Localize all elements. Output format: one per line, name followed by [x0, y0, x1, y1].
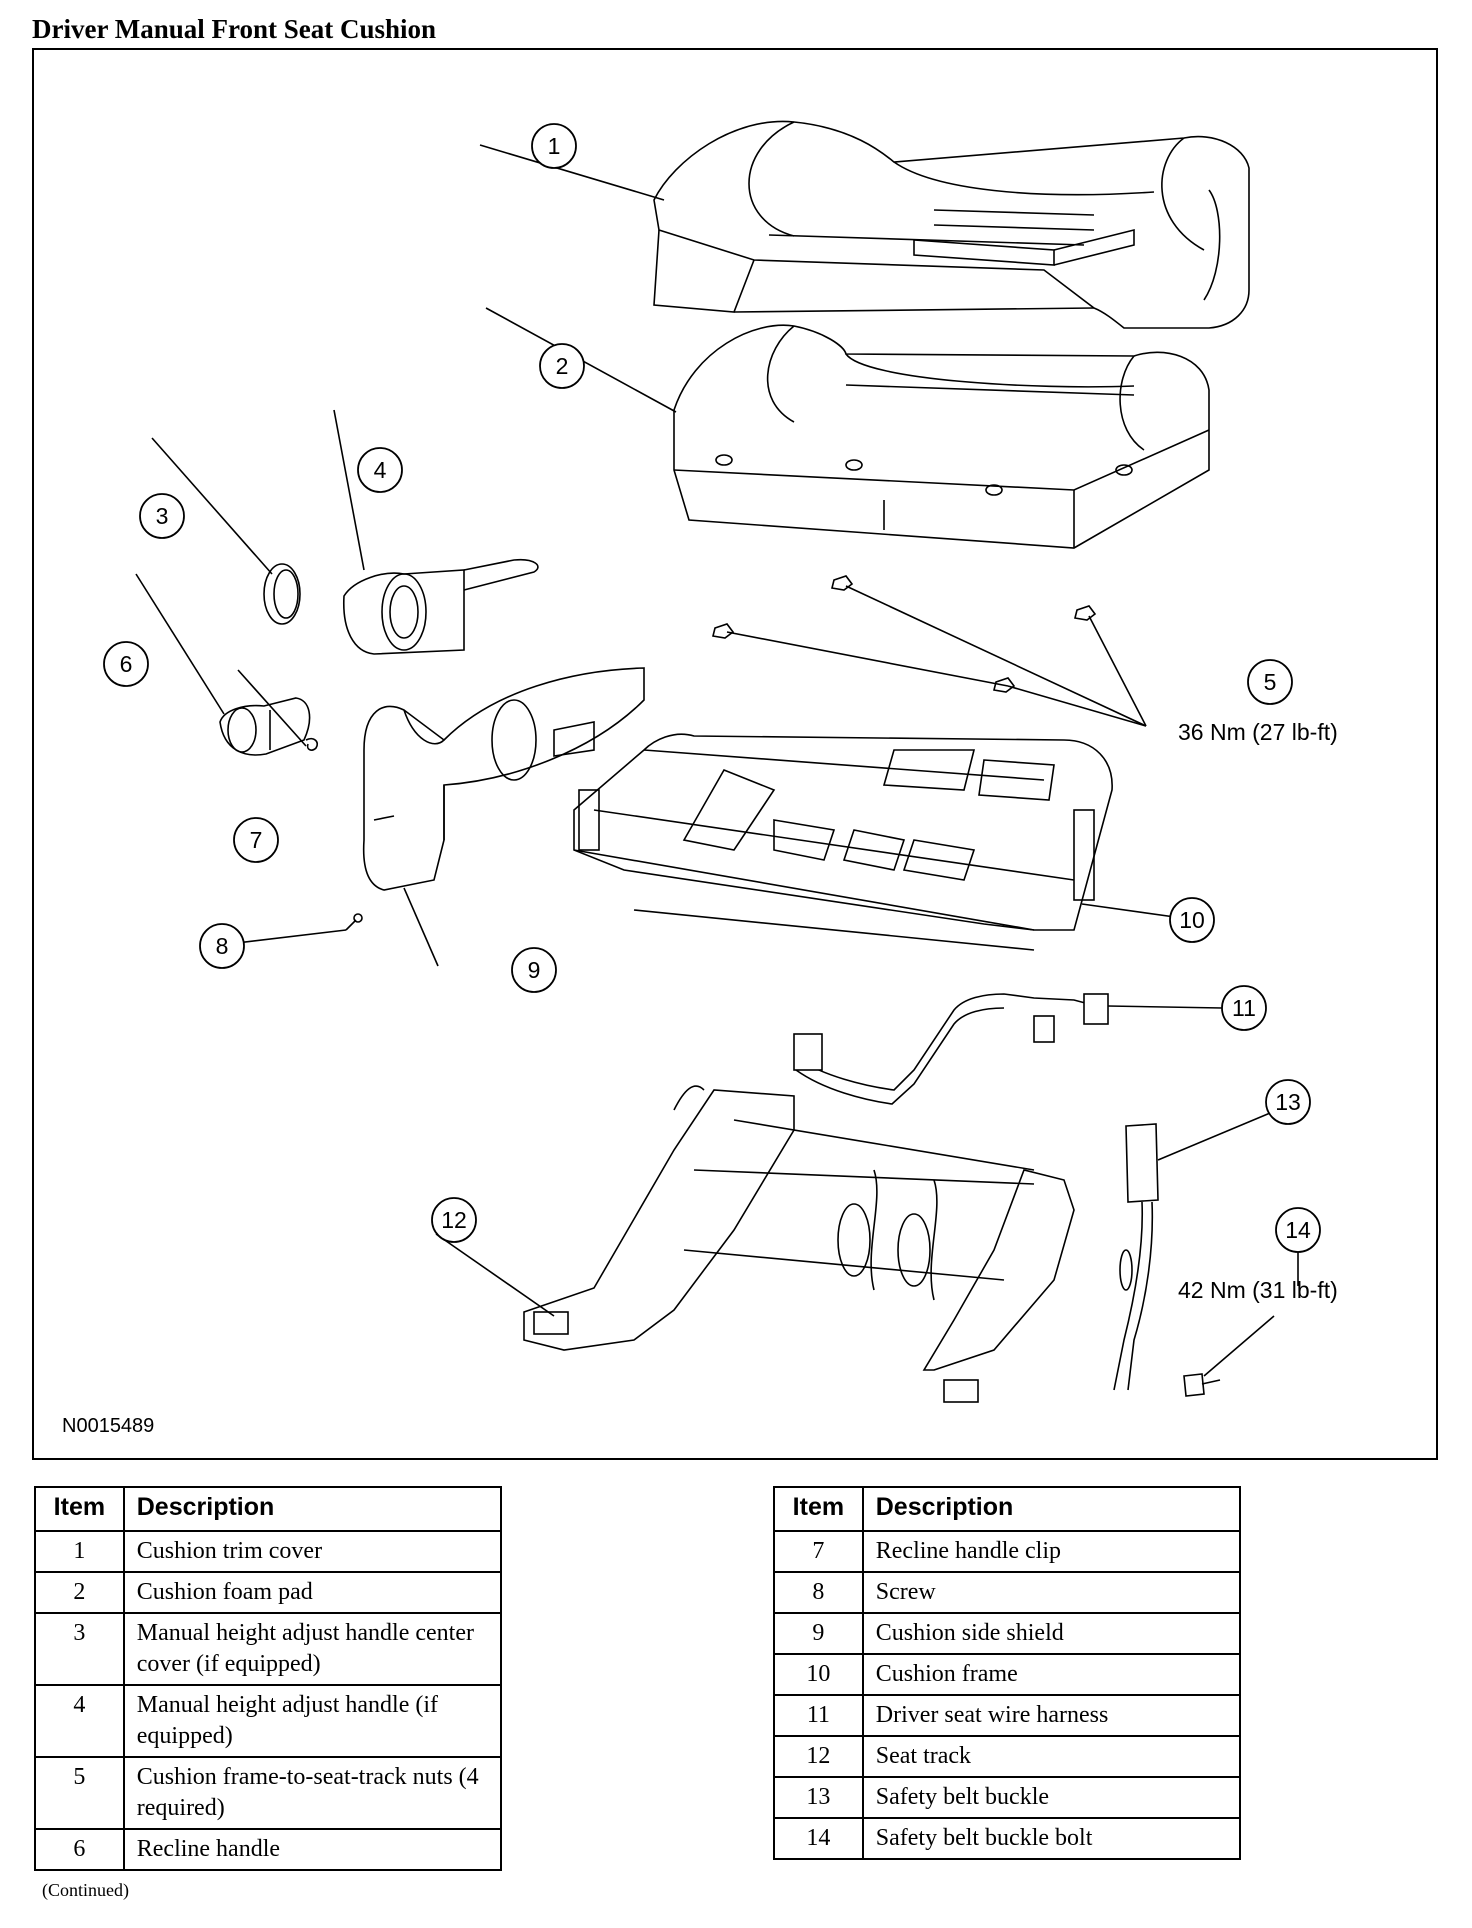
legend-row: 9 Cushion side shield: [773, 1612, 1242, 1655]
svg-text:1: 1: [548, 133, 561, 159]
diagram-svg: 1 2 3 4 5 6 7 8: [62, 120, 1338, 1437]
cushion-frame-drawing: [573, 733, 1113, 951]
legend-row: 13 Safety belt buckle: [773, 1776, 1242, 1819]
torque-label-nuts: 36 Nm (27 lb-ft): [1178, 719, 1338, 745]
legend-item-description: Cushion frame: [861, 1653, 1242, 1696]
callout-7: 7: [233, 817, 279, 863]
legend-table-right: Item Description 7 Recline handle clip 8…: [773, 1486, 1242, 1860]
cushion-side-shield-drawing: [362, 667, 645, 891]
svg-text:12: 12: [441, 1207, 467, 1233]
legend-row: 7 Recline handle clip: [773, 1530, 1242, 1573]
svg-text:13: 13: [1275, 1089, 1301, 1115]
legend-item-number: 8: [773, 1571, 864, 1614]
legend-item-number: 2: [34, 1571, 125, 1614]
callout-3: 3: [139, 493, 185, 539]
svg-text:2: 2: [556, 353, 569, 379]
seat-track-drawing: [523, 1085, 1075, 1403]
legend-item-description: Cushion side shield: [861, 1612, 1242, 1655]
legend-row: 5 Cushion frame-to-seat-track nuts (4 re…: [34, 1756, 503, 1830]
svg-text:7: 7: [250, 827, 263, 853]
callout-14: 14: [1275, 1207, 1321, 1253]
figure-id: N0015489: [62, 1415, 154, 1437]
legend-row: 2 Cushion foam pad: [34, 1571, 503, 1614]
callout-13: 13: [1265, 1079, 1311, 1125]
legend-item-description: Recline handle clip: [861, 1530, 1242, 1573]
continued-note: (Continued): [42, 1880, 129, 1900]
svg-text:10: 10: [1179, 907, 1205, 933]
cushion-trim-cover-drawing: [653, 120, 1250, 329]
legend-item-description: Recline handle: [122, 1828, 503, 1871]
exploded-diagram: 1 2 3 4 5 6 7 8: [32, 48, 1438, 1460]
callout-6: 6: [103, 641, 149, 687]
legend-item-number: 9: [773, 1612, 864, 1655]
callout-2: 2: [539, 343, 585, 389]
legend-header-item: Item: [773, 1486, 864, 1532]
svg-text:9: 9: [528, 957, 541, 983]
legend-row: 10 Cushion frame: [773, 1653, 1242, 1696]
legend-item-description: Seat track: [861, 1735, 1242, 1778]
svg-text:8: 8: [216, 933, 229, 959]
legend-item-description: Driver seat wire harness: [861, 1694, 1242, 1737]
legend-row: 1 Cushion trim cover: [34, 1530, 503, 1573]
callout-5: 5: [1247, 659, 1293, 705]
legend-item-number: 14: [773, 1817, 864, 1860]
legend-item-description: Manual height adjust handle (if equipped…: [122, 1684, 503, 1758]
legend-header-item: Item: [34, 1486, 125, 1532]
safety-belt-buckle-drawing: [1113, 1123, 1159, 1391]
legend-item-number: 4: [34, 1684, 125, 1758]
legend-item-number: 11: [773, 1694, 864, 1737]
legend-item-number: 13: [773, 1776, 864, 1819]
legend-row: 14 Safety belt buckle bolt: [773, 1817, 1242, 1860]
legend-item-number: 7: [773, 1530, 864, 1573]
legend-item-description: Cushion frame-to-seat-track nuts (4 requ…: [122, 1756, 503, 1830]
callout-12: 12: [431, 1197, 477, 1243]
legend-item-description: Safety belt buckle: [861, 1776, 1242, 1819]
legend-row: 8 Screw: [773, 1571, 1242, 1614]
height-adjust-center-cover-drawing: [263, 563, 301, 625]
callout-1: 1: [531, 123, 577, 169]
svg-text:3: 3: [156, 503, 169, 529]
torque-label-bolt: 42 Nm (31 lb-ft): [1178, 1277, 1338, 1303]
legend-row: 4 Manual height adjust handle (if equipp…: [34, 1684, 503, 1758]
svg-text:6: 6: [120, 651, 133, 677]
callout-11: 11: [1221, 985, 1267, 1031]
svg-text:4: 4: [374, 457, 387, 483]
legend-row: 6 Recline handle: [34, 1828, 503, 1871]
callout-10: 10: [1169, 897, 1215, 943]
height-adjust-handle-drawing: [343, 558, 539, 655]
screw-drawing: [345, 913, 363, 931]
legend-item-number: 6: [34, 1828, 125, 1871]
legend-header-description: Description: [122, 1486, 503, 1532]
svg-text:11: 11: [1232, 995, 1256, 1021]
svg-text:5: 5: [1264, 669, 1277, 695]
recline-handle-drawing: [219, 697, 311, 756]
legend-table-left: Item Description 1 Cushion trim cover 2 …: [34, 1486, 503, 1871]
callout-9: 9: [511, 947, 557, 993]
legend-row: 3 Manual height adjust handle center cov…: [34, 1612, 503, 1686]
callout-8: 8: [199, 923, 245, 969]
legend-item-number: 1: [34, 1530, 125, 1573]
legend-item-number: 3: [34, 1612, 125, 1686]
recline-handle-clip-drawing: [305, 737, 319, 751]
legend-item-description: Cushion foam pad: [122, 1571, 503, 1614]
legend-item-description: Manual height adjust handle center cover…: [122, 1612, 503, 1686]
buckle-bolt-drawing: [1183, 1373, 1221, 1397]
cushion-foam-pad-drawing: [673, 324, 1210, 549]
legend-item-number: 12: [773, 1735, 864, 1778]
callout-4: 4: [357, 447, 403, 493]
legend-row: 11 Driver seat wire harness: [773, 1694, 1242, 1737]
page-title: Driver Manual Front Seat Cushion: [32, 14, 437, 44]
legend-item-description: Cushion trim cover: [122, 1530, 503, 1573]
legend-item-description: Safety belt buckle bolt: [861, 1817, 1242, 1860]
legend-header-description: Description: [861, 1486, 1242, 1532]
legend-item-number: 10: [773, 1653, 864, 1696]
legend-item-description: Screw: [861, 1571, 1242, 1614]
legend-item-number: 5: [34, 1756, 125, 1830]
wire-harness-drawing: [793, 993, 1109, 1105]
svg-text:14: 14: [1285, 1217, 1311, 1243]
leader-lines: [135, 144, 1299, 1377]
legend-row: 12 Seat track: [773, 1735, 1242, 1778]
